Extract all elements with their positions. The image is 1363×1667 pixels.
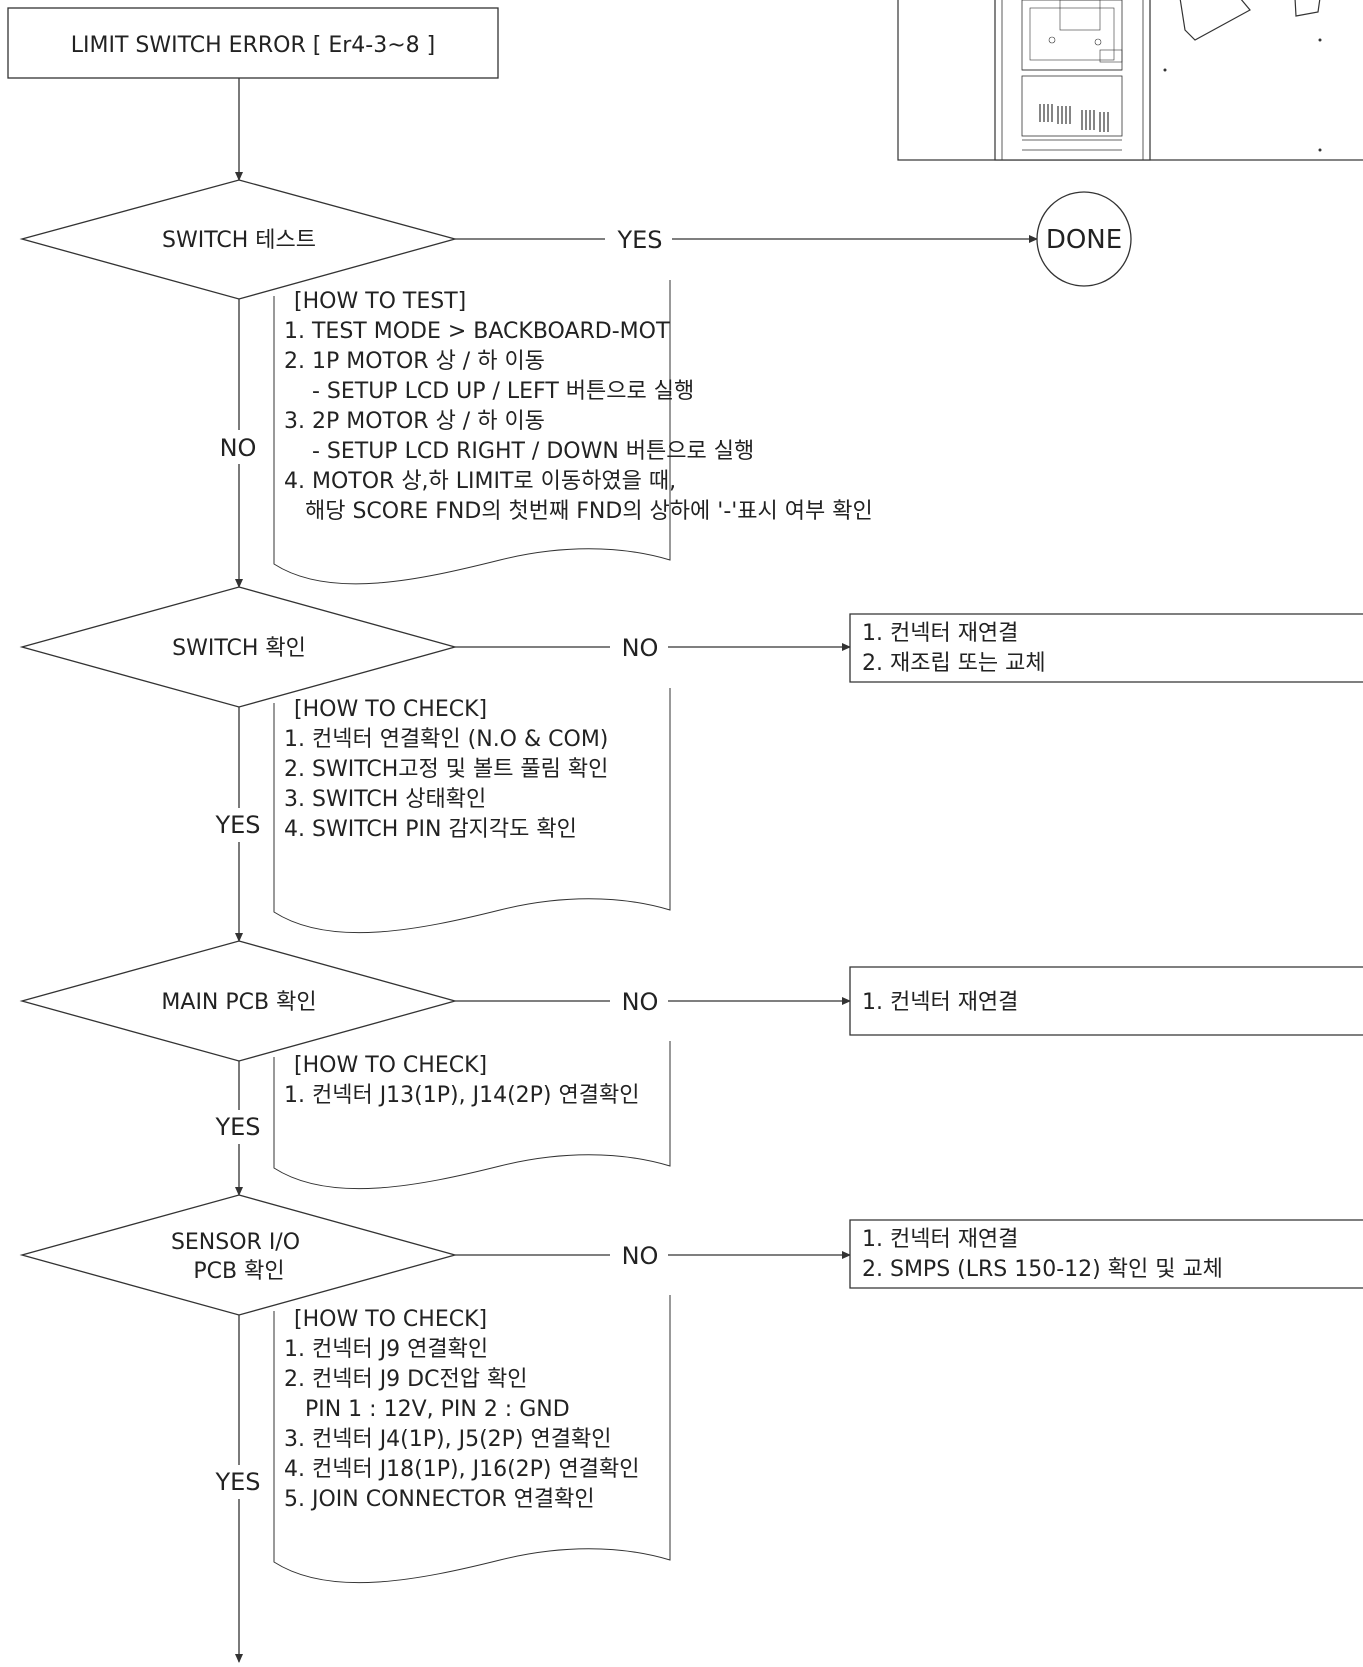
branch-yes-label: YES: [616, 226, 662, 254]
branch-yes-label: YES: [214, 811, 260, 839]
branch-yes-label: YES: [214, 1468, 260, 1496]
note-box: [273, 280, 671, 585]
action-box: [849, 613, 1363, 683]
action-text: 1. 컨넥터 재연결 2. SMPS (LRS 150-12) 확인 및 교체: [862, 1227, 1223, 1282]
note-box: [273, 1295, 671, 1584]
note-text: [HOW TO CHECK] 1. 컨넥터 연결확인 (N.O & COM) 2…: [284, 697, 615, 842]
done-terminator: [1036, 191, 1132, 287]
decision-label: MAIN PCB 확인: [161, 990, 316, 1015]
machine-illustration: [897, 0, 1363, 161]
decision-sensor-io-pcb-check: [19, 1194, 458, 1316]
decision-switch-check: [19, 586, 458, 708]
branch-no-label: NO: [220, 434, 257, 462]
title-box: [7, 7, 499, 79]
action-box: [849, 966, 1363, 1036]
done-label: DONE: [1046, 225, 1122, 255]
branch-no-label: NO: [622, 988, 659, 1016]
branch-no-label: NO: [622, 1242, 659, 1270]
note-box: [273, 1041, 671, 1190]
decision-label: SENSOR I/O PCB 확인: [171, 1230, 307, 1284]
action-text: 1. 컨넥터 재연결: [862, 990, 1018, 1015]
decision-label: SWITCH 테스트: [162, 228, 316, 253]
action-text: 1. 컨넥터 재연결 2. 재조립 또는 교체: [862, 621, 1046, 676]
branch-yes-label: YES: [214, 1113, 260, 1141]
decision-main-pcb-check: [19, 940, 458, 1062]
note-box: [273, 688, 671, 934]
note-text: [HOW TO TEST] 1. TEST MODE > BACKBOARD-M…: [284, 289, 873, 524]
branch-no-label: NO: [622, 634, 659, 662]
decision-label: SWITCH 확인: [172, 636, 306, 661]
note-text: [HOW TO CHECK] 1. 컨넥터 J9 연결확인 2. 컨넥터 J9 …: [284, 1307, 646, 1512]
title-label: LIMIT SWITCH ERROR [ Er4-3~8 ]: [71, 33, 435, 58]
action-box: [849, 1219, 1363, 1289]
note-text: [HOW TO CHECK] 1. 컨넥터 J13(1P), J14(2P) 연…: [284, 1053, 639, 1108]
decision-switch-test: [19, 179, 458, 300]
